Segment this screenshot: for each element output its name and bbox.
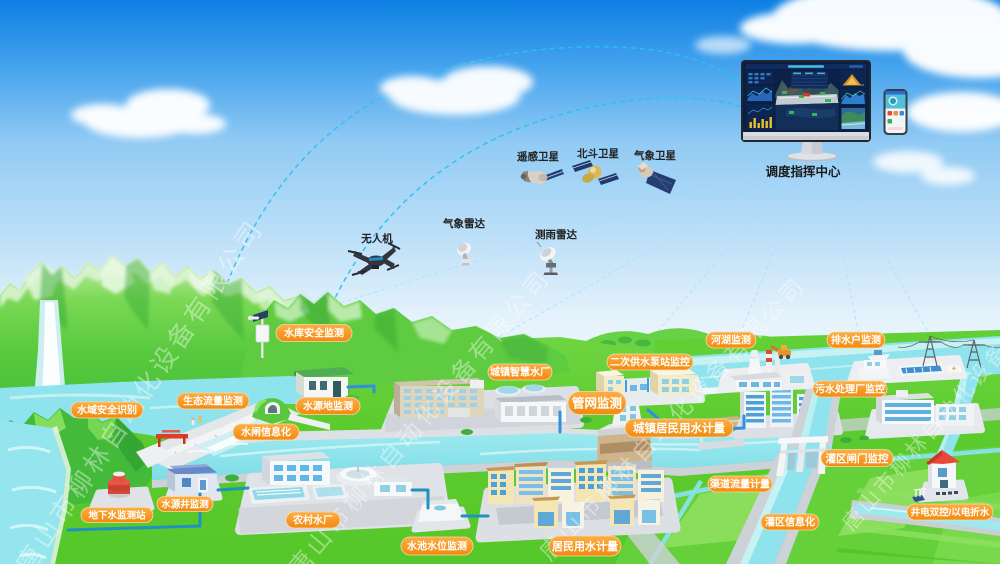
svg-text:无人机: 无人机 [360, 232, 393, 245]
svg-text:北斗卫星: 北斗卫星 [577, 147, 619, 160]
svg-text:排水户监测: 排水户监测 [831, 334, 881, 347]
svg-text:居民用水计量: 居民用水计量 [552, 539, 618, 553]
svg-text:城镇居民用水计量: 城镇居民用水计量 [633, 421, 725, 435]
svg-text:水池水位监测: 水池水位监测 [406, 540, 467, 553]
svg-text:测雨雷达: 测雨雷达 [535, 228, 577, 241]
svg-text:污水处理厂监控: 污水处理厂监控 [815, 383, 885, 396]
svg-text:河湖监测: 河湖监测 [711, 334, 751, 347]
svg-text:城镇智慧水厂: 城镇智慧水厂 [490, 366, 550, 379]
svg-text:地下水监测站: 地下水监测站 [88, 509, 146, 521]
svg-text:水域安全识别: 水域安全识别 [76, 404, 137, 417]
svg-text:灌区信息化: 灌区信息化 [765, 516, 815, 529]
svg-text:井电双控/以电折水: 井电双控/以电折水 [911, 506, 990, 518]
svg-text:农村水厂: 农村水厂 [292, 514, 333, 527]
svg-text:水闸信息化: 水闸信息化 [240, 426, 291, 439]
svg-text:气象雷达: 气象雷达 [442, 217, 485, 230]
svg-text:水源地监测: 水源地监测 [302, 400, 353, 413]
svg-text:气象卫星: 气象卫星 [633, 149, 676, 162]
svg-text:水库安全监测: 水库安全监测 [283, 327, 344, 340]
svg-text:管网监测: 管网监测 [572, 396, 622, 411]
svg-text:渠道流量计量: 渠道流量计量 [709, 478, 770, 491]
svg-text:调度指挥中心: 调度指挥中心 [765, 164, 841, 179]
svg-text:遥感卫星: 遥感卫星 [517, 150, 559, 163]
svg-text:二次供水泵站监控: 二次供水泵站监控 [610, 356, 690, 369]
svg-text:灌区闸门监控: 灌区闸门监控 [826, 452, 889, 465]
svg-text:水源井监测: 水源井监测 [161, 498, 209, 510]
svg-text:生态流量监测: 生态流量监测 [183, 395, 243, 408]
